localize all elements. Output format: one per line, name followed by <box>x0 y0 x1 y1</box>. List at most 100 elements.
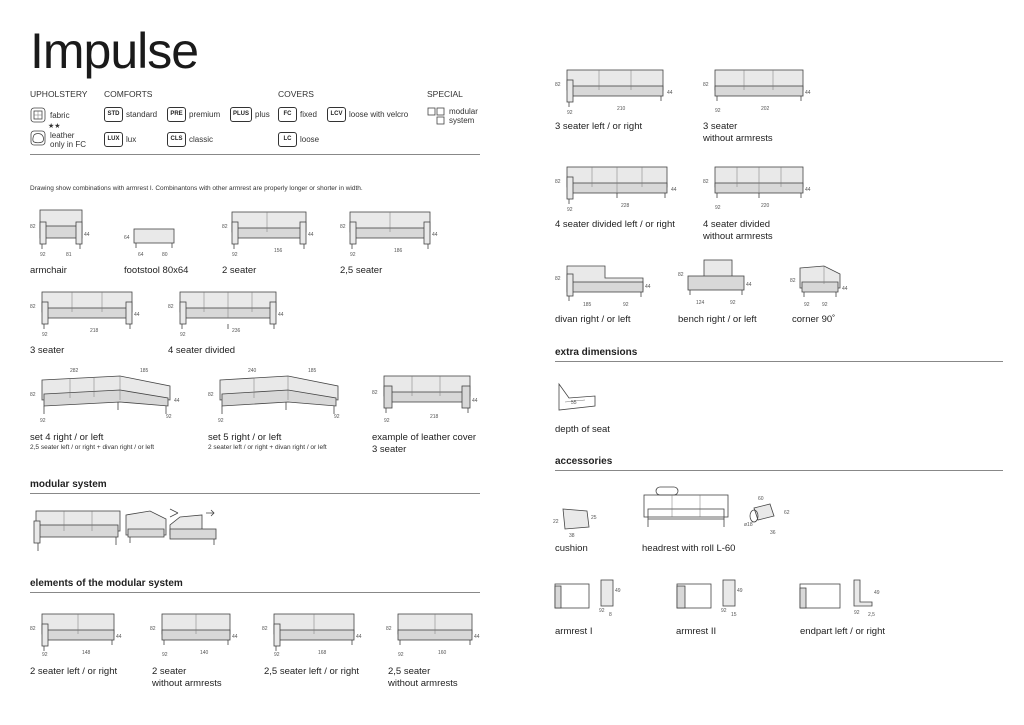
modular-system-icon <box>427 107 445 125</box>
dim-d92-2: 92 <box>232 252 238 258</box>
dim-h22: 22 <box>553 519 559 525</box>
armrest1-caption: armrest I <box>555 626 593 637</box>
dim-w236: 236 <box>232 328 241 334</box>
dim-d92-11: 92 <box>274 652 280 658</box>
dim-h44-11: 44 <box>356 634 362 640</box>
divider <box>30 154 480 155</box>
set4-sub: 2,5 seater left / or right + divan right… <box>30 444 155 451</box>
r-3seater-na-caption-1: 3 seater <box>703 121 738 132</box>
dim-d92-a3: 92 <box>854 610 860 616</box>
dim-h44-4: 44 <box>134 312 140 318</box>
dim-w185-c: 185 <box>583 302 592 308</box>
dim-h82-16: 82 <box>703 179 709 185</box>
dim-d92-7b: 92 <box>334 414 340 420</box>
special-label-1: modular <box>449 107 478 116</box>
leather-sub-label: only in FC <box>50 140 87 149</box>
dim-d92-a2: 92 <box>721 608 727 614</box>
dim-w168: 168 <box>318 650 327 656</box>
dim-w210: 210 <box>617 106 626 112</box>
endpart-caption: endpart left / or right <box>800 626 886 637</box>
dim-w185: 185 <box>140 368 149 374</box>
dim-w218: 218 <box>90 328 99 334</box>
armchair-caption: armchair <box>30 265 67 276</box>
dim-h49: 49 <box>615 588 621 594</box>
dim-d92-a1: 92 <box>599 608 605 614</box>
modular-system-drawing <box>33 508 217 551</box>
lux-badge: LUX <box>104 132 123 147</box>
pre-label: premium <box>189 110 221 119</box>
dim-d92-8: 92 <box>384 418 390 424</box>
fc-badge: FC <box>278 107 297 122</box>
r-corner-caption: corner 90˚ <box>792 314 836 325</box>
lcv-badge: LCV <box>327 107 346 122</box>
dim-w18: ø18 <box>744 522 753 528</box>
dim-h82-17: 82 <box>555 276 561 282</box>
dim-d92-18: 92 <box>730 300 736 306</box>
dim-w148: 148 <box>82 650 91 656</box>
dim-d92-3: 92 <box>350 252 356 258</box>
dim-w25: 25 <box>591 515 597 521</box>
dim-h82-2: 82 <box>222 224 228 230</box>
set4-caption: set 4 right / or left <box>30 432 104 443</box>
dim-h44-9: 44 <box>116 634 122 640</box>
seater2-caption: 2 seater <box>222 265 257 276</box>
dim-d92-17: 92 <box>623 302 629 308</box>
lcv-label: loose with velcro <box>349 110 409 119</box>
dim-h82-5: 82 <box>168 304 174 310</box>
headrest-drawing <box>643 486 729 527</box>
dim-h49-c: 49 <box>874 590 880 596</box>
dim-d92-12: 92 <box>398 652 404 658</box>
dim-h49-b: 49 <box>737 588 743 594</box>
dim-w140: 140 <box>200 650 209 656</box>
armrest2-drawing: 49 92 15 <box>676 579 743 618</box>
lux-label: lux <box>126 135 137 144</box>
r-4seater-na-caption-1: 4 seater divided <box>703 219 771 230</box>
special-header: SPECIAL <box>427 89 463 99</box>
headrest-caption: headrest with roll L-60 <box>642 543 736 554</box>
cushion-drawing: 22 25 38 <box>553 508 597 539</box>
dim-w124: 124 <box>696 300 705 306</box>
cls-badge: CLS <box>167 132 186 147</box>
elements-divider <box>30 592 480 593</box>
dim-h82-14: 82 <box>703 82 709 88</box>
dim-w160: 160 <box>438 650 447 656</box>
dim-h44-14: 44 <box>805 90 811 96</box>
dim-w38: 38 <box>569 533 575 539</box>
dim-h44-5: 44 <box>278 312 284 318</box>
dim-h62: 62 <box>784 510 790 516</box>
dim-w15: 15 <box>731 612 737 618</box>
element-2seater-na-caption-2: without armrests <box>152 678 222 689</box>
fabric-icon <box>30 107 46 123</box>
dim-d92: 92 <box>40 252 46 258</box>
dim-d92-16: 92 <box>715 205 721 211</box>
accessories-divider <box>555 470 1003 471</box>
dim-d92-15: 92 <box>567 207 573 213</box>
page-title: Impulse <box>30 23 199 79</box>
dim-h44-17: 44 <box>645 284 651 290</box>
plus-label: plus <box>255 110 270 119</box>
dim-h44-6: 44 <box>174 398 180 404</box>
dim-d92-6b: 92 <box>166 414 172 420</box>
element-2seater-lr-caption: 2 seater left / or right <box>30 666 118 677</box>
leather-cover-caption-2: 3 seater <box>372 444 407 455</box>
r-4seater-na-caption-2: without armrests <box>703 231 773 242</box>
fc-label: fixed <box>300 110 317 119</box>
elements-section-title: elements of the modular system <box>30 578 183 589</box>
element-2seater-na-caption-1: 2 seater <box>152 666 187 677</box>
depth-of-seat-drawing: 55 <box>558 382 596 411</box>
seater3-caption: 3 seater <box>30 345 65 356</box>
set5-sub: 2 seater left / or right + divan right /… <box>208 444 327 451</box>
